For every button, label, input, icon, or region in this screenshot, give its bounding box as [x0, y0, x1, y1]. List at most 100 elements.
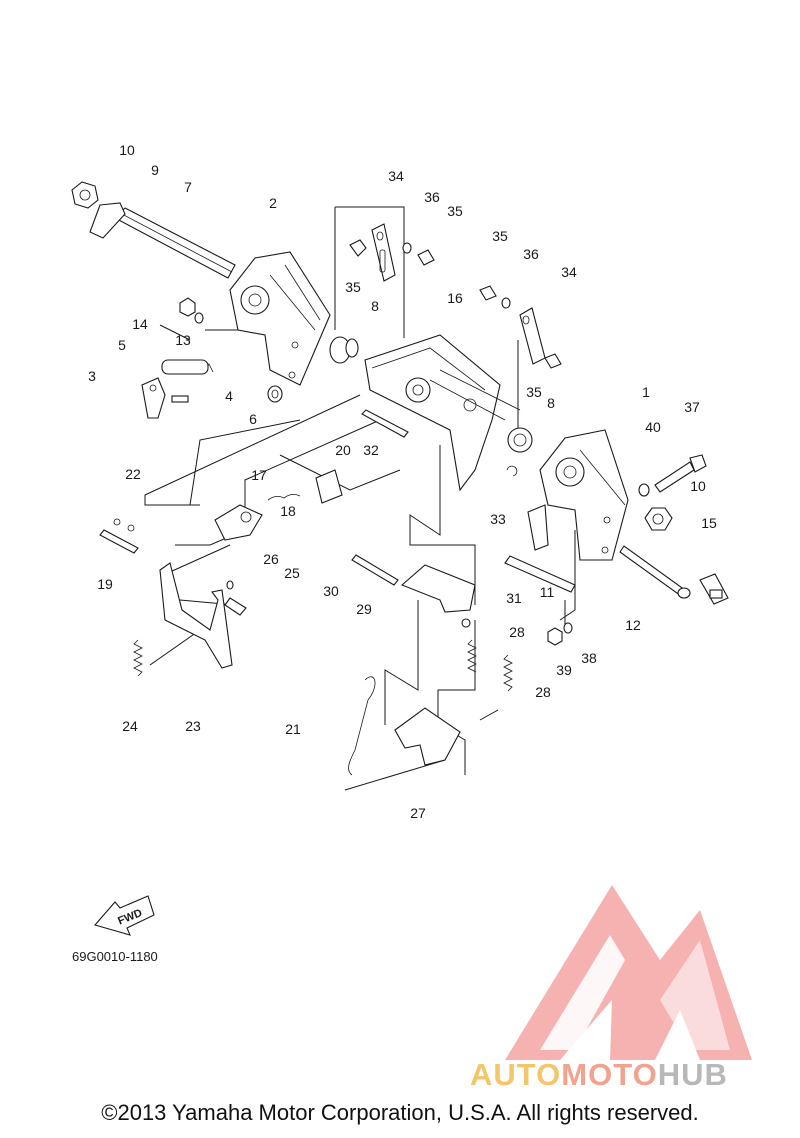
- bolt-35-a: [349, 239, 367, 257]
- link-17: [214, 504, 263, 541]
- pin-19: [99, 529, 139, 554]
- callout-8: 8: [547, 395, 555, 411]
- bushing-8-left: [329, 336, 359, 364]
- callout-34: 34: [561, 264, 577, 280]
- callout-21: 21: [285, 721, 301, 737]
- automotohub-logo: [505, 885, 752, 1060]
- callout-36: 36: [424, 189, 440, 205]
- washer-38: [563, 622, 573, 634]
- spring-28-lower: [503, 654, 513, 692]
- assembly-guide-lines: [144, 206, 576, 791]
- callout-18: 18: [280, 503, 296, 519]
- callout-25: 25: [284, 565, 300, 581]
- callout-40: 40: [645, 419, 661, 435]
- callout-29: 29: [356, 601, 372, 617]
- callout-7: 7: [184, 179, 192, 195]
- callout-32: 32: [363, 442, 379, 458]
- block-20: [315, 469, 343, 504]
- callout-13: 13: [175, 332, 191, 348]
- clip-31: [461, 618, 471, 628]
- callout-3: 3: [88, 368, 96, 384]
- callout-2: 2: [269, 195, 277, 211]
- rod-21: [348, 676, 376, 776]
- washer-40: [638, 483, 650, 497]
- clip-22-b: [127, 524, 135, 532]
- callout-10: 10: [690, 478, 706, 494]
- callout-11: 11: [540, 584, 555, 600]
- bracket-27: [394, 707, 461, 766]
- washer-13: [194, 312, 204, 324]
- brand-auto: AUTO: [470, 1057, 561, 1092]
- spring-28-upper: [467, 639, 477, 673]
- callout-35: 35: [526, 384, 542, 400]
- callout-35: 35: [492, 228, 508, 244]
- callout-9: 9: [151, 162, 159, 178]
- copyright-notice: ©2013 Yamaha Motor Corporation, U.S.A. A…: [101, 1100, 699, 1125]
- nut-10-lower: [644, 507, 673, 531]
- rod-12: [619, 545, 691, 599]
- brand-moto: MOTO: [561, 1057, 657, 1092]
- pin-30: [351, 554, 399, 586]
- callout-20: 20: [335, 442, 351, 458]
- nut-14: [179, 297, 196, 317]
- washer-26: [226, 580, 234, 590]
- spring-24: [133, 639, 143, 677]
- callout-30: 30: [323, 583, 339, 599]
- bracket-2: [229, 251, 331, 386]
- callout-6: 6: [249, 411, 257, 427]
- plate-34-upper: [371, 223, 396, 282]
- callout-37: 37: [684, 399, 700, 415]
- bushing-8-right: [507, 427, 533, 453]
- callout-16: 16: [447, 290, 463, 306]
- clip-22-a: [113, 518, 121, 526]
- callout-8: 8: [371, 298, 379, 314]
- spring-5: [161, 359, 214, 375]
- callout-27: 27: [410, 805, 426, 821]
- plate-34-lower: [519, 307, 546, 365]
- bolt-4: [171, 395, 189, 403]
- lever-23: [159, 562, 233, 669]
- washer-36-b: [501, 297, 511, 309]
- washer-6: [267, 385, 283, 403]
- callout-19: 19: [97, 576, 113, 592]
- clip-33: [506, 465, 518, 477]
- callout-26: 26: [263, 551, 279, 567]
- callout-28: 28: [535, 684, 551, 700]
- callout-38: 38: [581, 650, 597, 666]
- callout-39: 39: [556, 662, 572, 678]
- link-29: [400, 564, 476, 613]
- bolt-35-c: [479, 285, 497, 301]
- handle-15: [699, 573, 729, 605]
- bolt-25: [224, 597, 247, 616]
- callout-23: 23: [185, 718, 201, 734]
- callout-1: 1: [642, 384, 650, 400]
- lever-3: [141, 377, 166, 419]
- plate-9: [89, 202, 126, 239]
- nut-10-upper: [71, 181, 99, 209]
- callout-31: 31: [506, 590, 522, 606]
- callout-28: 28: [509, 624, 525, 640]
- callout-35: 35: [345, 279, 361, 295]
- callout-34: 34: [388, 168, 404, 184]
- callout-14: 14: [132, 316, 148, 332]
- nut-39: [547, 627, 563, 646]
- brand-hub: HUB: [658, 1057, 728, 1092]
- callout-12: 12: [625, 617, 641, 633]
- callout-35: 35: [447, 203, 463, 219]
- bolt-35-d: [544, 353, 562, 369]
- callout-10: 10: [119, 142, 135, 158]
- swivel-bracket-16: [364, 334, 521, 492]
- pin-11: [504, 555, 576, 593]
- bolt-37: [654, 454, 707, 493]
- bracket-1: [527, 429, 629, 561]
- callout-4: 4: [225, 388, 233, 404]
- callout-5: 5: [118, 337, 126, 353]
- callout-15: 15: [701, 515, 717, 531]
- automotohub-wordmark: AUTOMOTOHUB: [470, 1057, 728, 1092]
- part-code: 69G0010-1180: [72, 949, 158, 964]
- pin-32: [361, 409, 409, 438]
- callout-17: 17: [251, 467, 267, 483]
- washer-36-a: [402, 242, 412, 254]
- callout-22: 22: [125, 466, 141, 482]
